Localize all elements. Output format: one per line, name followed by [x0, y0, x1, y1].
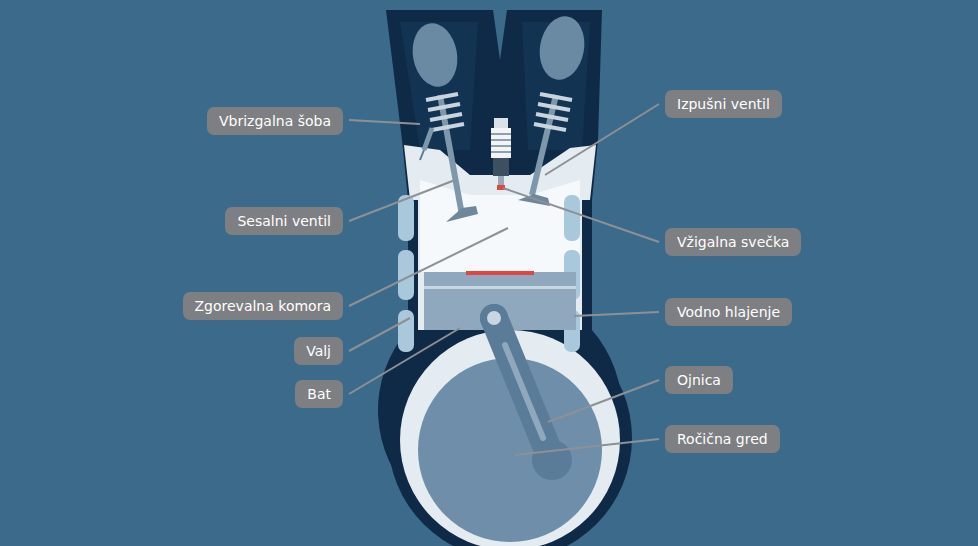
exhaust-cam — [535, 13, 589, 84]
part-name: Vbrizgalna šoba — [219, 107, 331, 135]
callout-label: Vodno hlajenje — [665, 298, 792, 326]
part-name: Valj — [306, 337, 331, 365]
piston-band — [424, 286, 576, 289]
callout-label: Ojnica — [665, 366, 733, 394]
callout-label: Vbrizgalna šoba — [207, 107, 343, 135]
crankcase-inner — [400, 330, 620, 546]
leader-lines — [349, 104, 659, 455]
exhaust-valve — [518, 94, 572, 206]
part-name: Ojnica — [677, 366, 721, 394]
part-name: Zgorevalna komora — [195, 292, 331, 320]
part-name: Bat — [307, 380, 331, 408]
combustion-chamber — [420, 180, 580, 272]
callout-label: Vžigalna svečka — [665, 228, 801, 256]
cylinder-interior — [404, 145, 596, 330]
water-cooling — [398, 195, 580, 352]
intake-valve — [426, 94, 478, 222]
crankcase — [388, 316, 632, 546]
spark-plug — [491, 118, 511, 190]
callout-label: Sesalni ventil — [225, 207, 343, 235]
part-name: Ročična gred — [677, 425, 768, 453]
callout-label: Bat — [295, 380, 343, 408]
callout-label: Izpušni ventil — [665, 90, 782, 118]
intake-cam — [408, 20, 462, 91]
part-name: Vžigalna svečka — [677, 228, 789, 256]
callout-label: Ročična gred — [665, 425, 780, 453]
piston — [424, 272, 576, 330]
callout-label: Zgorevalna komora — [183, 292, 343, 320]
callout-label: Valj — [294, 337, 343, 365]
part-name: Izpušni ventil — [677, 90, 770, 118]
part-name: Sesalni ventil — [237, 207, 331, 235]
part-name: Vodno hlajenje — [677, 298, 780, 326]
piston-crown — [466, 271, 534, 275]
injector — [420, 128, 432, 160]
